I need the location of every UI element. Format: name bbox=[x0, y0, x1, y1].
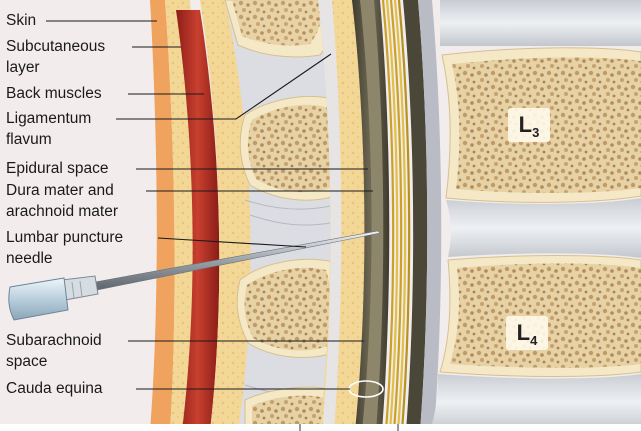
disc-l3-l4 bbox=[446, 198, 641, 258]
vertebra-label-l3-box bbox=[508, 108, 550, 142]
label-subcutaneous-line1: Subcutaneous bbox=[6, 38, 106, 55]
leader-ligamentum bbox=[116, 53, 332, 120]
back-muscle-layer bbox=[176, 10, 220, 431]
vertebra-label-l4-box bbox=[506, 316, 548, 350]
disc-bottom bbox=[430, 374, 641, 431]
label-subarachnoid-line2: space bbox=[6, 353, 48, 370]
vertebra-label-l3: L3 bbox=[518, 112, 540, 140]
label-ligamentum-line2: flavum bbox=[6, 131, 52, 148]
leader-lines bbox=[46, 20, 373, 390]
needle-hub bbox=[61, 275, 99, 301]
dura-anterior-wall bbox=[403, 0, 428, 431]
label-back-muscles: Back muscles bbox=[6, 85, 102, 102]
vertebra-label-l4: L4 bbox=[516, 320, 538, 348]
disc-top bbox=[440, 0, 641, 46]
label-epidural: Epidural space bbox=[6, 160, 109, 177]
bottom-strip bbox=[0, 424, 641, 431]
label-needle-line2: needle bbox=[6, 250, 53, 267]
label-skin: Skin bbox=[6, 12, 37, 29]
label-cauda-equina: Cauda equina bbox=[6, 380, 103, 397]
deep-fat-layer bbox=[200, 0, 253, 431]
leader-needle bbox=[157, 237, 307, 248]
cauda-equina-strands bbox=[381, 0, 411, 431]
label-dura-line1: Dura mater and bbox=[6, 182, 114, 199]
lumbar-puncture-needle bbox=[8, 230, 381, 321]
label-dura-line2: arachnoid mater bbox=[6, 203, 119, 220]
label-ligamentum-line1: Ligamentum bbox=[6, 110, 92, 127]
needle-syringe bbox=[8, 277, 69, 321]
label-subcutaneous-line2: layer bbox=[6, 59, 40, 76]
skin-layer bbox=[150, 0, 175, 431]
label-needle-line1: Lumbar puncture bbox=[6, 229, 124, 246]
ligamentum-flavum-band bbox=[318, 0, 342, 431]
label-subarachnoid-line1: Subarachnoid bbox=[6, 332, 102, 349]
subarachnoid-space bbox=[360, 0, 384, 431]
